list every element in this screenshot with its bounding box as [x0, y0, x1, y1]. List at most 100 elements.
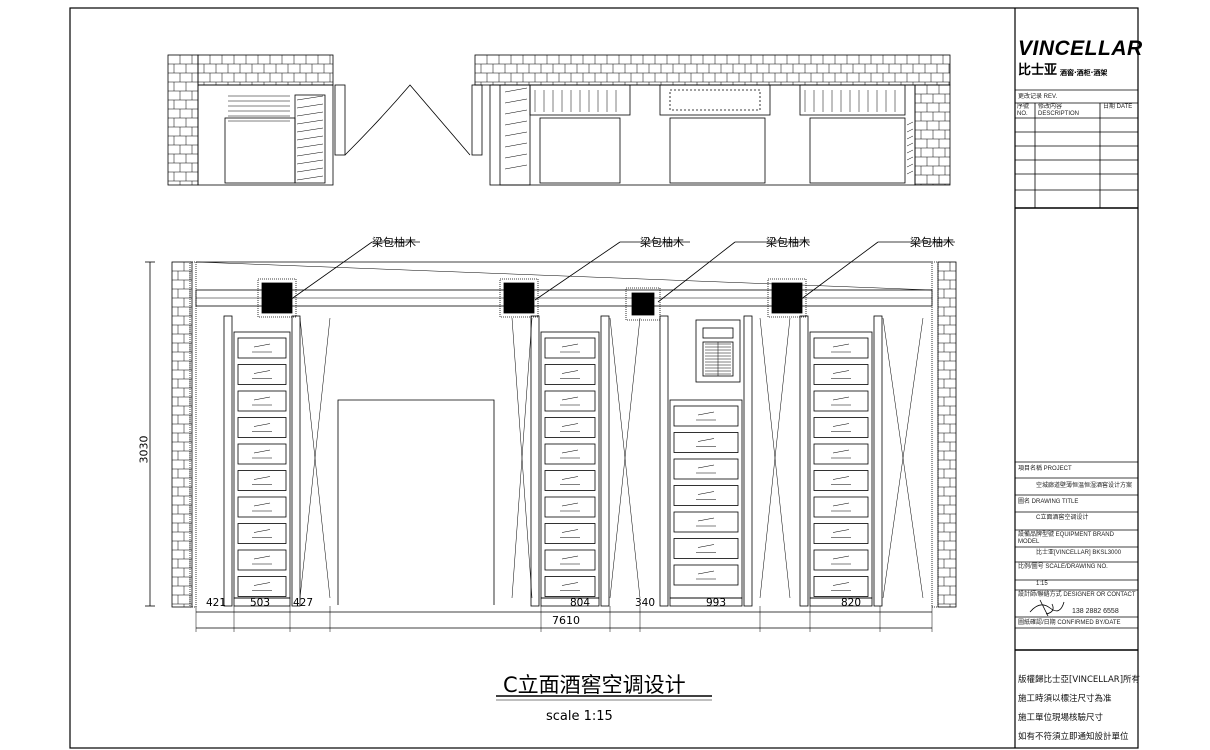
- plan-brick-left: [167, 54, 199, 186]
- logo-mark: [561, 555, 579, 560]
- logo-mark: [697, 411, 715, 416]
- dim-seg-7: 820: [841, 597, 862, 609]
- logo-mark: [832, 502, 850, 507]
- bottle: [296, 111, 324, 117]
- bottle: [296, 119, 324, 125]
- wine-case-label: [237, 417, 287, 438]
- logo-mark: [697, 517, 715, 522]
- rack-post: [291, 315, 301, 607]
- bottle: [296, 95, 324, 101]
- wine-case-label: [673, 405, 739, 427]
- wine-case-label: [813, 390, 869, 412]
- leader-line: [289, 241, 373, 301]
- door-leaf-left: [334, 84, 346, 156]
- wine-case-label: [544, 523, 596, 544]
- dim-seg-3: 427: [293, 597, 314, 609]
- bottle: [906, 156, 914, 161]
- wine-case-label: [544, 496, 596, 518]
- plan-rack-c: [799, 84, 906, 116]
- plan-bay-2: [669, 117, 766, 184]
- bottle: [906, 142, 914, 147]
- bottle: [296, 135, 324, 141]
- wine-case-label: [544, 470, 596, 491]
- logo-mark: [697, 544, 715, 548]
- logo-mark: [561, 370, 579, 374]
- wine-case-label: [237, 576, 287, 597]
- wine-case-label: [813, 364, 869, 385]
- logo-mark: [832, 423, 850, 427]
- bottle: [296, 151, 324, 157]
- bottle: [296, 167, 324, 173]
- logo-text: VINCELLAR: [1018, 37, 1143, 60]
- dim-seg-6: 993: [706, 597, 727, 609]
- plan-rack-b: [529, 84, 631, 116]
- logo-mark: [697, 464, 715, 469]
- wine-case-label: [544, 337, 596, 359]
- door-leaf-right: [471, 84, 483, 156]
- beam-label-3: 梁包柚木: [766, 236, 810, 249]
- plan-room-right: [489, 84, 916, 186]
- plan-brick-top-left: [197, 54, 334, 86]
- logo-mark: [832, 555, 850, 560]
- logo-mark: [561, 502, 579, 507]
- logo-mark: [253, 529, 271, 533]
- bottle: [296, 103, 324, 109]
- wine-case-label: [544, 417, 596, 438]
- beam-column: [261, 282, 293, 314]
- revision-label: 更改记录 REV.: [1018, 94, 1058, 100]
- logo-mark: [253, 502, 271, 507]
- wall-brick-right: [937, 261, 957, 608]
- dim-seg-2: 503: [250, 597, 271, 609]
- bottle: [504, 98, 528, 104]
- wine-case-label: [673, 564, 739, 586]
- plan-room-left: [197, 84, 334, 186]
- wine-case-label: [544, 390, 596, 412]
- wine-case-label: [673, 432, 739, 453]
- bottle: [296, 159, 324, 165]
- bottle: [504, 153, 528, 159]
- ac-panel: [702, 327, 734, 339]
- logo-mark: [253, 582, 271, 586]
- wine-case-label: [673, 485, 739, 506]
- project-label: 項目名稱 PROJECT: [1018, 466, 1072, 472]
- wine-case-label: [673, 538, 739, 559]
- logo-mark: [832, 370, 850, 374]
- logo-sub: 比士亚: [1018, 63, 1058, 78]
- beam-column: [771, 282, 803, 314]
- plan-bay-3: [809, 117, 906, 184]
- wine-case-label: [237, 496, 287, 518]
- wine-case-label: [544, 549, 596, 571]
- plan-rack-a: [499, 84, 531, 186]
- drawing-title: C立面酒窖空调设计: [503, 673, 686, 697]
- wine-case-label: [813, 549, 869, 571]
- plan-rack-left: [224, 117, 296, 184]
- rack-base: [809, 597, 873, 607]
- logo-mark: [253, 343, 271, 348]
- ceiling-slope: [195, 261, 933, 291]
- wine-case-label: [813, 417, 869, 438]
- signature: [1029, 599, 1065, 617]
- wine-case-label: [673, 511, 739, 533]
- logo-tag: 酒窖·酒柜·酒架: [1060, 69, 1108, 77]
- wine-case-label: [813, 496, 869, 518]
- brace: [511, 317, 533, 599]
- wine-case-label: [237, 390, 287, 412]
- plan-rack-side: [294, 94, 326, 184]
- leader-line: [534, 241, 621, 301]
- wine-case-label: [813, 576, 869, 597]
- logo-mark: [253, 396, 271, 401]
- wine-case-label: [813, 443, 869, 465]
- logo-mark: [832, 582, 850, 586]
- brace: [882, 317, 924, 599]
- phone: 138 2882 6558: [1072, 608, 1119, 615]
- rack-post: [530, 315, 540, 607]
- bottle: [504, 142, 528, 148]
- logo-mark: [832, 396, 850, 401]
- note-1: 版權歸比士亞[VINCELLAR]所有: [1018, 675, 1141, 685]
- logo-mark: [561, 582, 579, 586]
- note-4: 如有不符須立即通知設計單位: [1018, 732, 1129, 742]
- wine-rack-3: [669, 399, 743, 599]
- note-3: 施工單位現場核驗尺寸: [1018, 713, 1104, 723]
- rev-col-no: 序號 NO.: [1017, 104, 1030, 117]
- logo-mark: [561, 476, 579, 480]
